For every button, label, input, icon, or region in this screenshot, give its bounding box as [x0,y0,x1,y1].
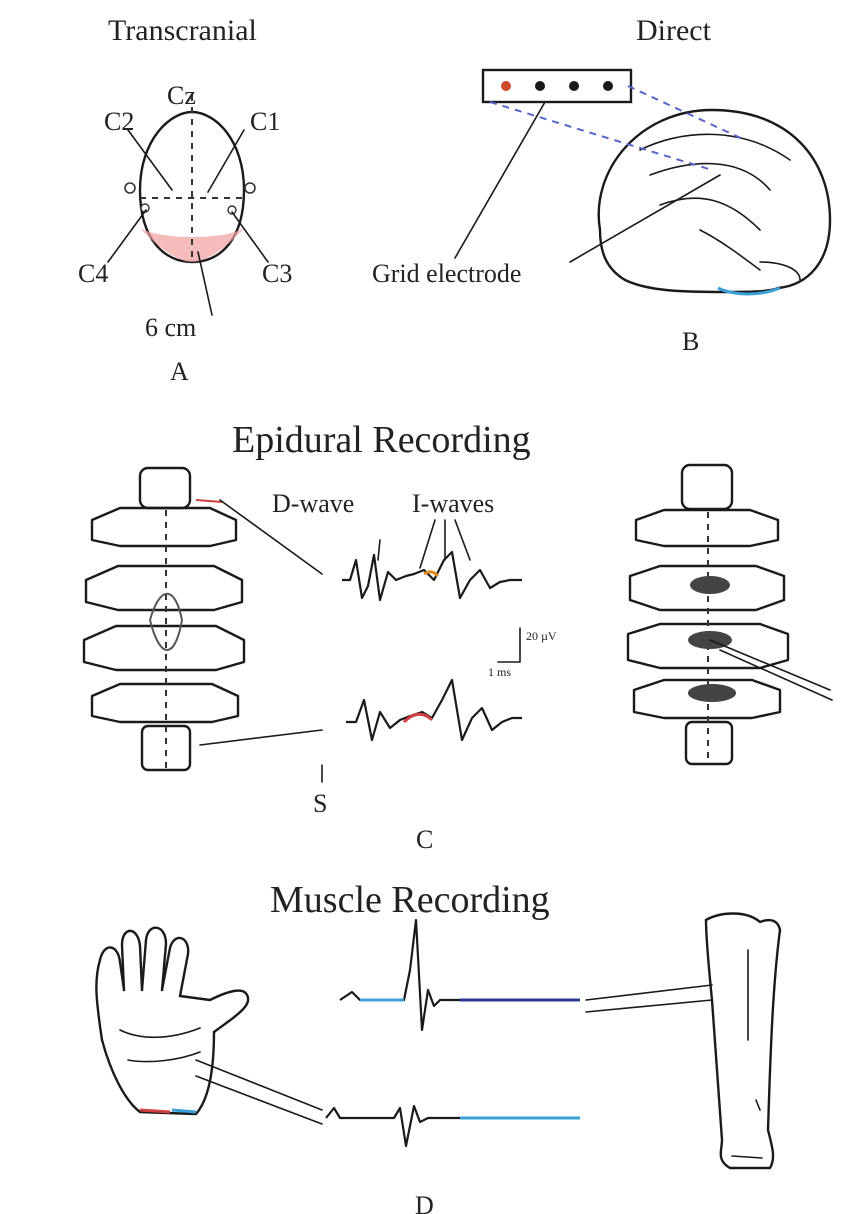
scale-bar [498,628,520,662]
spine-ventral-view [628,465,832,764]
panel-d: Muscle Recording [96,879,780,1214]
label-distance: 6 cm [145,313,196,342]
leg-electrode-lead-1 [586,985,712,1000]
i-wave-pointer-3 [455,520,470,560]
hand-illustration [96,928,248,1114]
hand-electrode-lead-1 [196,1060,322,1110]
grid-electrode-strip [483,70,631,102]
label-c4: C4 [78,259,108,288]
panel-a: Transcranial Cz C2 C1 C4 C3 6 cm A [78,14,292,386]
label-c1: C1 [250,107,280,136]
epidural-trace-lower [346,680,522,740]
c2-leader-line [128,130,172,190]
d-wave-pointer [378,540,380,560]
hand-electrode-lead-2 [196,1076,322,1124]
panel-b: Direct Grid electrode B [372,14,830,356]
leg-electrode-lead-2 [586,1000,712,1012]
label-c3: C3 [262,259,292,288]
panel-c-letter: C [416,825,433,854]
panel-b-letter: B [682,327,699,356]
epidural-trace-upper [342,552,522,600]
panel-d-title: Muscle Recording [270,879,550,921]
scale-voltage: 20 µV [526,629,557,643]
i-waves-label: I-waves [412,489,494,518]
scale-time: 1 ms [488,665,511,679]
panel-c-title: Epidural Recording [232,419,531,461]
grid-electrode-leader-2 [570,175,720,262]
panel-d-letter: D [415,1191,434,1214]
label-c2: C2 [104,107,134,136]
brain-lateral-view [599,110,830,294]
c4-leader-line [108,210,146,262]
label-cz: Cz [167,81,196,110]
panel-a-title: Transcranial [108,14,257,47]
spine-dorsal-view [84,468,244,770]
c1-leader-line [208,130,244,192]
panel-b-title: Direct [636,14,712,47]
grid-electrode-label: Grid electrode [372,259,521,288]
d-wave-label: D-wave [272,489,354,518]
stim-marker-label: S [313,789,327,818]
emg-trace-lower [326,1106,460,1146]
head-top-view [125,95,255,262]
strip-projection-line-1 [490,102,712,170]
i-wave-pointer-1 [420,520,435,568]
grid-electrode-leader-1 [455,102,545,258]
emg-trace-upper [340,920,460,1030]
panel-c: Epidural Recording D-wave I-waves 20 µV … [84,419,832,854]
lower-recording-lead [200,730,322,745]
panel-a-letter: A [170,357,189,386]
c3-leader-line [232,212,268,262]
leg-illustration [706,914,780,1169]
